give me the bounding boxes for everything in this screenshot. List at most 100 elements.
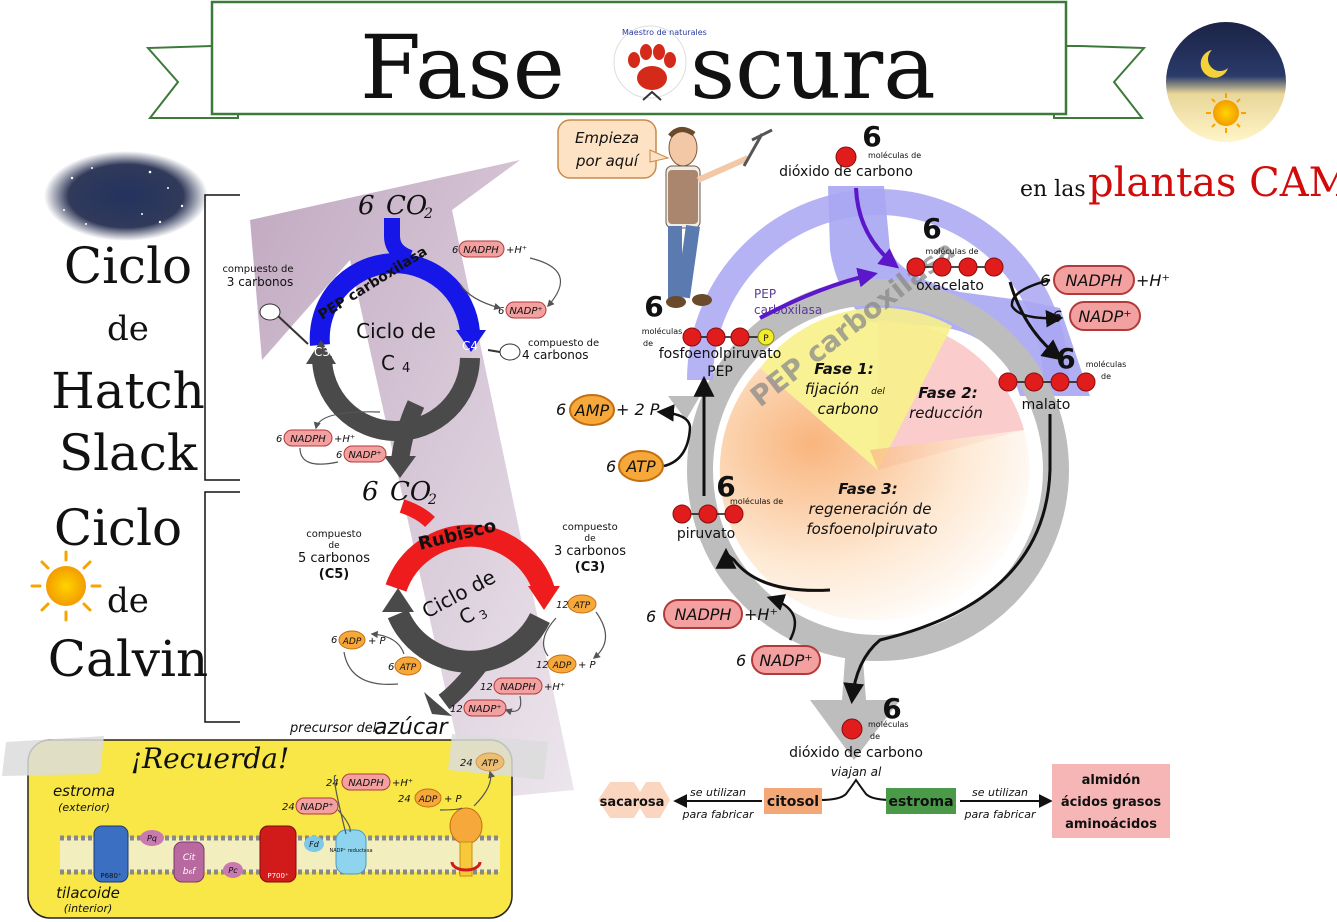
night-sky-icon xyxy=(44,151,208,241)
c4-cycle-name-line1: Ciclo de xyxy=(356,319,436,343)
malato-units-line2: de xyxy=(1101,372,1111,381)
cit-label: Cit xyxy=(183,853,196,863)
hand-pointer-right-icon xyxy=(487,343,521,361)
sun-icon xyxy=(30,550,102,622)
pep-phosphate-label: P xyxy=(763,334,769,344)
pc-carrier xyxy=(223,862,243,878)
title-part2: scura xyxy=(690,16,936,119)
calvin-line1: Ciclo xyxy=(54,499,182,557)
pq-label: Pq xyxy=(147,834,157,843)
logo-text: Maestro de naturales xyxy=(622,28,707,37)
c3-left-compound-line4: (C5) xyxy=(319,567,349,582)
recuerda-nadph-suffix: +H⁺ xyxy=(392,778,413,789)
piruvato-label: piruvato xyxy=(677,526,735,542)
subtitle-prefix: en las xyxy=(1020,177,1086,202)
citosol-use-line2: para fabricar xyxy=(682,808,755,821)
c3-nadp12-label: NADP⁺ xyxy=(468,704,501,715)
citosol-box xyxy=(764,788,822,814)
c4-top-nadph-count: 6 xyxy=(452,245,458,256)
piruvato-units: moléculas de xyxy=(730,496,783,506)
c3-adp6-label: ADP xyxy=(342,637,362,647)
c3-nadph12-count: 12 xyxy=(480,682,493,693)
phase1-title: Fase 1: xyxy=(814,360,873,378)
calvin-bracket xyxy=(204,491,240,723)
c3-right-compound-line3: 3 carbonos xyxy=(554,544,626,559)
c3-adp6-suffix: + P xyxy=(368,636,387,647)
recuerda-nadp-count: 24 xyxy=(282,802,295,813)
piruvato-molecule xyxy=(672,504,744,524)
cam-lower-nadp-label: NADP⁺ xyxy=(759,651,812,670)
recuerda-nadph-count: 24 xyxy=(326,778,339,789)
c4-bottom-nadph-count: 6 xyxy=(276,434,282,445)
cam-atp-label: ATP xyxy=(625,457,656,476)
c4-right-compound-line2: 4 carbonos xyxy=(522,348,589,362)
c4-right-compound-line1: compuesto de xyxy=(528,338,599,349)
p700-complex xyxy=(259,825,297,883)
co2-top-units: moléculas de xyxy=(868,150,921,160)
estroma-sub: (exterior) xyxy=(58,801,110,814)
citosol-use-line1: se utilizan xyxy=(690,786,746,799)
phase3-line2: fosfoenolpiruvato xyxy=(806,520,937,538)
co2-entry-band xyxy=(828,186,1090,396)
nadp-reductasa-label: NADP⁺ reductasa xyxy=(329,848,372,854)
cam-ring-blue-top xyxy=(687,189,1069,381)
nadp-reductasa-complex xyxy=(335,829,367,875)
c3-adp12-label: ADP xyxy=(552,661,572,671)
cam-amp-suffix: + 2 P xyxy=(616,400,660,419)
c4-bottom-nadp-label: NADP⁺ xyxy=(348,450,381,461)
hatch-slack-line1: Ciclo xyxy=(64,237,192,295)
cit-sub: b₆f xyxy=(183,867,197,877)
c4-output-sub: 2 xyxy=(427,492,437,508)
co2-bottom-units-line2: de xyxy=(870,732,880,741)
c3-atp12-pill xyxy=(567,594,597,614)
guide-speech-bubble: Empieza por aquí xyxy=(557,119,670,179)
oxacelato-label: oxacelato xyxy=(916,278,984,294)
cam-lower-nadph-count: 6 xyxy=(646,607,656,626)
recuerda-nadph-pill xyxy=(341,773,391,791)
hatch-slack-label: Ciclo de Hatch Slack xyxy=(51,237,205,482)
estroma-label: estroma xyxy=(53,782,115,800)
recuerda-nadp-label: NADP⁺ xyxy=(300,802,333,813)
paw-logo-icon xyxy=(613,25,687,101)
co2-top-molecule xyxy=(835,146,857,168)
estroma-products-box xyxy=(1052,764,1170,838)
calvin-label: Ciclo de Calvin xyxy=(48,499,209,688)
c3-compound-label: compuesto de 3 carbonos (C3) xyxy=(554,522,626,575)
c3-atp12-count: 12 xyxy=(556,600,569,611)
c4-top-nadph-suffix: +H⁺ xyxy=(506,245,527,256)
title-part1: Fase xyxy=(360,16,565,119)
day-night-icon xyxy=(1166,22,1286,142)
phase2-title: Fase 2: xyxy=(918,384,977,402)
c4-cycle-name-sub: 4 xyxy=(402,361,410,376)
phase1-small: del xyxy=(871,387,885,397)
c3-atp6-label: ATP xyxy=(399,663,417,673)
estroma-product-1: almidón xyxy=(1082,773,1141,788)
hatch-slack-bracket xyxy=(204,194,240,481)
calvin-line3: Calvin xyxy=(48,630,209,688)
guide-character-icon xyxy=(665,127,773,308)
c3-right-compound-line4: (C3) xyxy=(575,560,605,575)
cam-enzyme-small-line1: PEP xyxy=(754,287,776,301)
destination-brace xyxy=(819,778,893,801)
c4-bottom-nadp-count: 6 xyxy=(336,450,342,461)
recuerda-atp-label: ATP xyxy=(481,759,499,769)
co2-bottom-label: dióxido de carbono xyxy=(789,745,923,761)
pep-count: 6 xyxy=(644,290,663,323)
citosol-label: citosol xyxy=(767,794,819,810)
pep-label: fosfoenolpiruvato xyxy=(659,346,782,362)
malato-label: malato xyxy=(1022,397,1071,413)
c4-badge: C4 xyxy=(462,339,478,353)
subtitle-highlight: plantas CAM xyxy=(1088,160,1337,206)
c4-top-nadp-pill xyxy=(505,301,547,319)
estroma-product-2: ácidos grasos xyxy=(1061,795,1162,810)
c3-badge: C3 xyxy=(314,345,330,359)
c3-adp6-pill xyxy=(338,630,366,650)
recuerda-adp-label: ADP xyxy=(418,795,438,805)
c4-cycle-name-line2: C xyxy=(381,351,395,375)
fd-label: Fd xyxy=(309,840,320,849)
pc-label: Pc xyxy=(228,866,238,875)
cam-atp-count: 6 xyxy=(606,457,616,476)
cam-amp-label: AMP xyxy=(574,401,610,420)
purple-flow-band xyxy=(250,160,574,800)
malato-units-line1: moléculas xyxy=(1086,359,1127,369)
